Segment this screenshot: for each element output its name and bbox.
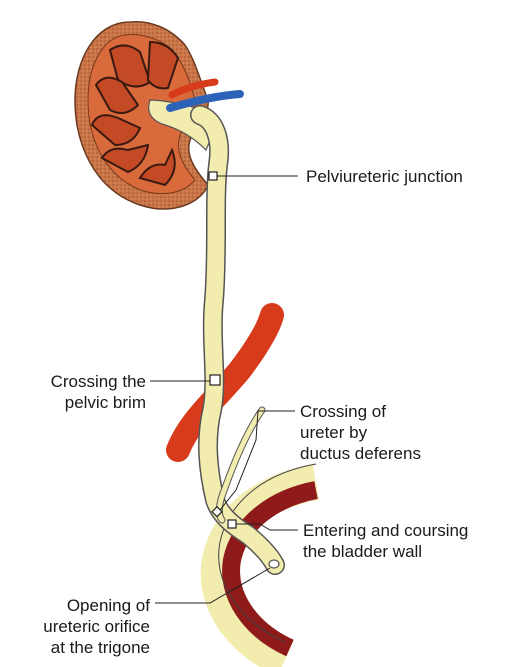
- label-crossing-pelvic-brim: Crossing the pelvic brim: [10, 371, 146, 413]
- label-pelviureteric-junction: Pelviureteric junction: [306, 166, 463, 187]
- label-entering-bladder-wall: Entering and coursing the bladder wall: [303, 520, 468, 562]
- marker-bladder-wall: [228, 520, 236, 528]
- marker-pelviureteric: [209, 172, 217, 180]
- label-opening-ureteric-orifice: Opening of ureteric orifice at the trigo…: [4, 595, 150, 658]
- ureteric-orifice: [269, 560, 279, 568]
- label-crossing-ductus-deferens: Crossing of ureter by ductus deferens: [300, 401, 421, 464]
- marker-pelvic-brim: [210, 375, 220, 385]
- iliac-artery: [178, 315, 272, 450]
